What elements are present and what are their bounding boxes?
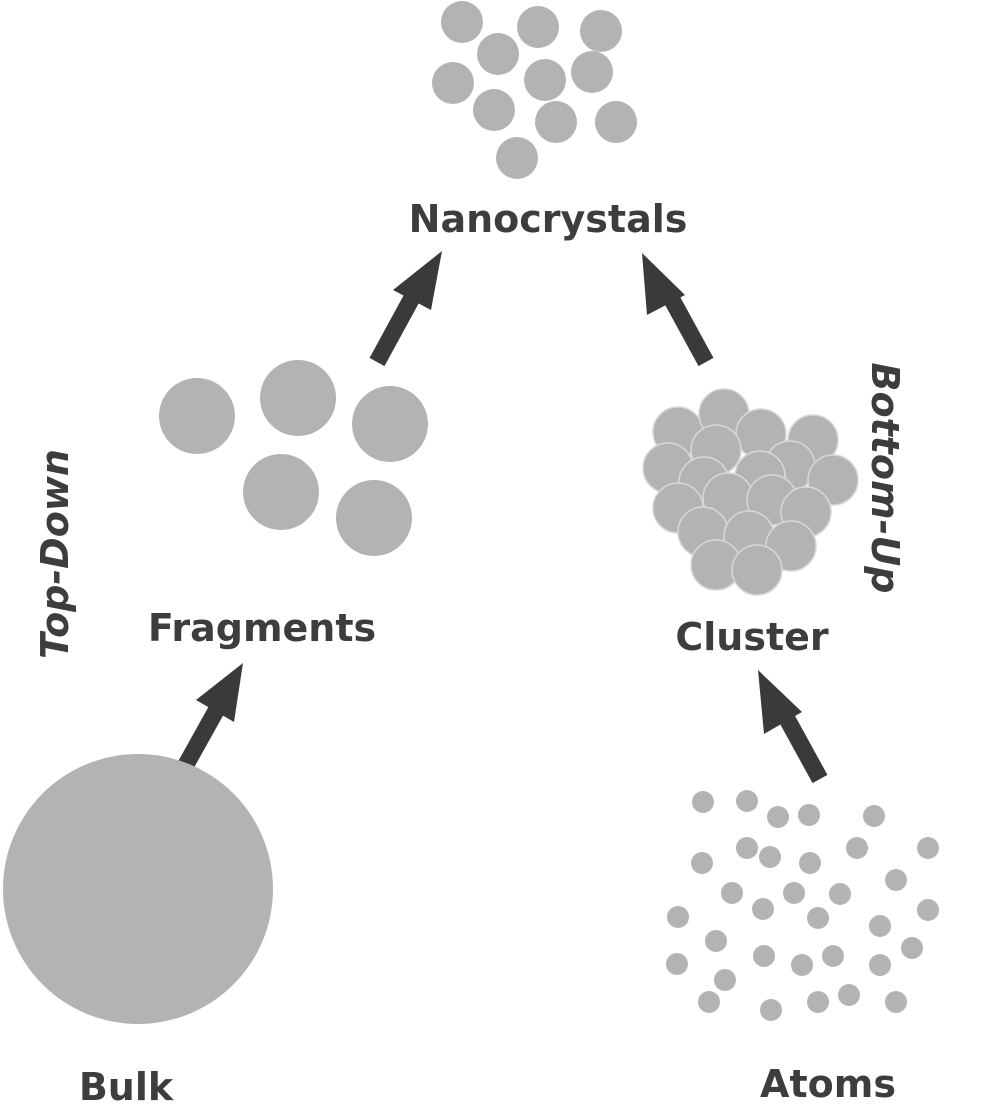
atoms-particles xyxy=(666,790,939,1021)
fragment-particle xyxy=(243,454,319,530)
atom-particle xyxy=(838,984,860,1006)
cluster-label: Cluster xyxy=(675,615,829,659)
fragments-particles xyxy=(159,360,428,556)
nanocrystal-particle xyxy=(517,6,559,48)
arrow-fragments-to-nanocrystals xyxy=(369,251,442,367)
cluster-particle xyxy=(731,544,783,596)
bulk-label: Bulk xyxy=(79,1065,174,1109)
atom-particle xyxy=(692,791,714,813)
atom-particle xyxy=(799,852,821,874)
atom-particle xyxy=(691,852,713,874)
atom-particle xyxy=(752,898,774,920)
arrow-atoms-to-cluster xyxy=(758,670,828,784)
nanocrystal-particle xyxy=(580,10,622,52)
atom-particle xyxy=(705,930,727,952)
atom-particle xyxy=(901,937,923,959)
atoms-label: Atoms xyxy=(760,1062,896,1106)
atom-particle xyxy=(917,837,939,859)
arrow-bulk-to-fragments xyxy=(175,663,243,775)
atom-particle xyxy=(829,883,851,905)
fragment-particle xyxy=(336,480,412,556)
atom-particle xyxy=(807,907,829,929)
atom-particle xyxy=(846,837,868,859)
nanocrystal-particle xyxy=(595,101,637,143)
atom-particle xyxy=(807,991,829,1013)
nanocrystal-particle xyxy=(432,62,474,104)
atom-particle xyxy=(885,991,907,1013)
atom-particle xyxy=(667,906,689,928)
nanocrystal-particle xyxy=(496,137,538,179)
nanocrystals-particles xyxy=(432,1,637,179)
atom-particle xyxy=(759,846,781,868)
bottom-up-label: Bottom-Up xyxy=(863,363,907,594)
top-down-label: Top-Down xyxy=(33,449,77,659)
fragment-particle xyxy=(159,378,235,454)
atom-particle xyxy=(666,953,688,975)
atom-particle xyxy=(760,999,782,1021)
atom-particle xyxy=(736,790,758,812)
atom-particle xyxy=(791,954,813,976)
atom-particle xyxy=(869,915,891,937)
atom-particle xyxy=(721,882,743,904)
arrow-cluster-to-nanocrystals xyxy=(642,253,714,367)
nanocrystals-label: Nanocrystals xyxy=(409,197,688,241)
nanocrystal-particle xyxy=(473,89,515,131)
atom-particle xyxy=(698,991,720,1013)
nanocrystal-particle xyxy=(571,51,613,93)
atom-particle xyxy=(736,837,758,859)
nanocrystal-particle xyxy=(477,33,519,75)
atom-particle xyxy=(783,882,805,904)
atom-particle xyxy=(798,804,820,826)
nanocrystal-particle xyxy=(535,101,577,143)
bulk-sphere xyxy=(3,754,273,1024)
fragment-particle xyxy=(260,360,336,436)
atom-particle xyxy=(869,954,891,976)
atom-particle xyxy=(822,945,844,967)
atom-particle xyxy=(863,805,885,827)
cluster-particles xyxy=(642,388,859,596)
fragments-label: Fragments xyxy=(148,606,376,650)
atom-particle xyxy=(767,806,789,828)
nanocrystal-particle xyxy=(524,59,566,101)
atom-particle xyxy=(753,945,775,967)
atom-particle xyxy=(917,899,939,921)
fragment-particle xyxy=(352,386,428,462)
nanocrystal-particle xyxy=(441,1,483,43)
atom-particle xyxy=(885,869,907,891)
atom-particle xyxy=(714,969,736,991)
